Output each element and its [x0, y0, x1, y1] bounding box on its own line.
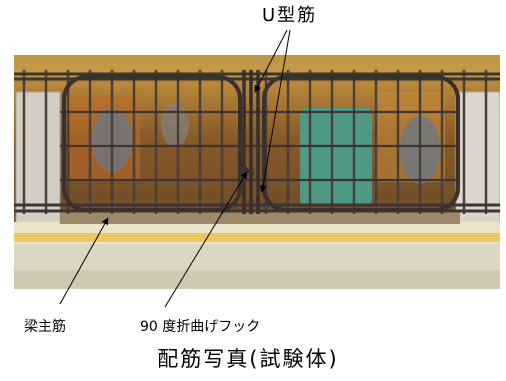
rebar-loop-right [262, 75, 460, 212]
u-bar-arrow-upper [254, 29, 288, 93]
u-bars [242, 70, 260, 214]
rebar-loop-left [62, 75, 242, 212]
beam-main-bar-arrow [59, 217, 109, 305]
figure-caption: 配筋写真(試験体) [157, 347, 339, 371]
u-bar-label: U型筋 [262, 5, 318, 26]
hook-label: 90 度折曲げフック [140, 319, 261, 335]
hook-bend [238, 159, 255, 176]
beam-main-bar-label: 梁主筋 [24, 319, 66, 335]
equipment-center-left [161, 103, 189, 147]
floor-stripe [14, 233, 500, 242]
hook-arrow [164, 171, 248, 308]
rebar-photo [14, 55, 500, 289]
floor-bottom [14, 270, 500, 289]
annotation-arrows [59, 29, 291, 308]
cage-base [60, 212, 460, 224]
u-bar-arrow-lower [259, 29, 291, 193]
background-crane [14, 55, 500, 77]
rebar-loops [62, 75, 460, 212]
